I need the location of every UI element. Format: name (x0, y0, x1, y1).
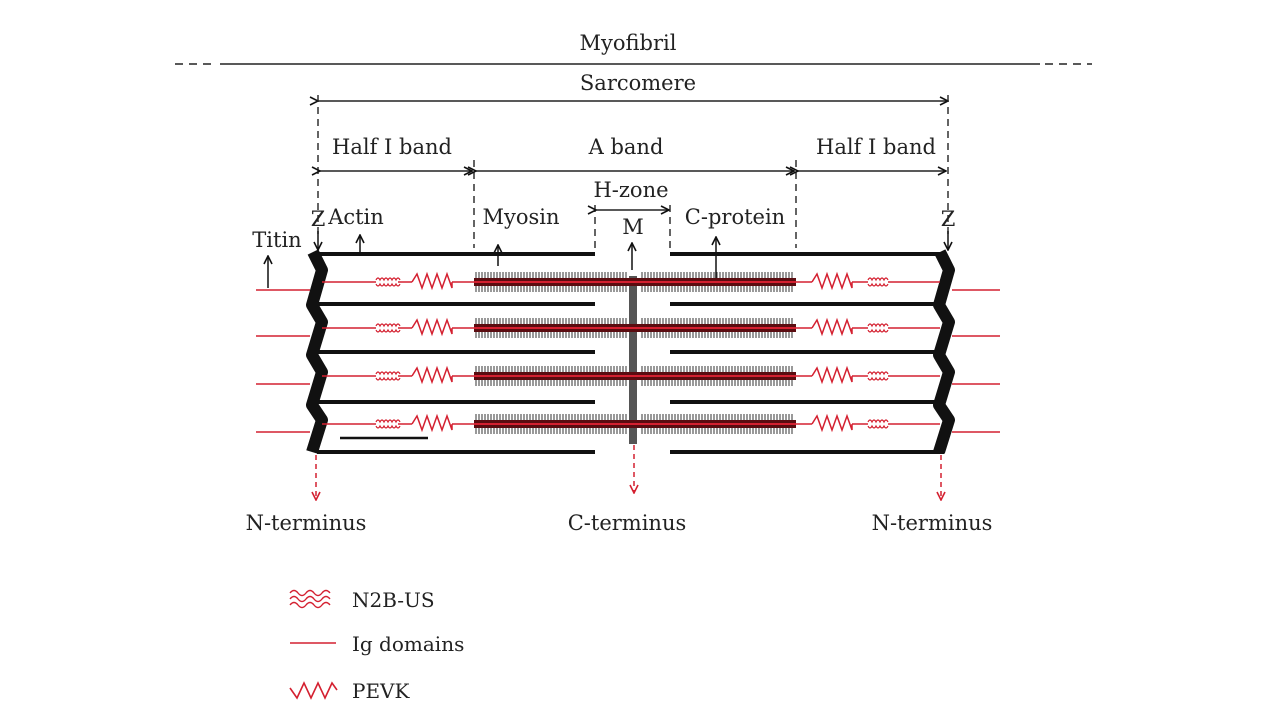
titin-n2b-us (867, 282, 889, 287)
myosin-label: Myosin (482, 205, 559, 229)
titin-n2b-us (867, 323, 889, 328)
titin-n2b-us (867, 328, 889, 333)
m-line (629, 276, 637, 444)
m-line-label: M (622, 215, 644, 239)
z-left-label: Z (311, 207, 326, 231)
titin-n2b-us (375, 277, 401, 282)
titin-n2b-us (867, 277, 889, 282)
titin-pevk (811, 413, 853, 433)
terminus-arrows (316, 445, 941, 500)
filament-array (256, 249, 1000, 454)
legend-n2b-us-label: N2B-US (352, 588, 435, 612)
h-zone-label: H-zone (593, 178, 668, 202)
titin-pevk (411, 317, 453, 337)
titin-n2b-us (375, 371, 401, 376)
actin-label: Actin (327, 205, 384, 229)
titin-n2b-us (867, 376, 889, 381)
n-terminus-left-label: N-terminus (246, 511, 367, 535)
myofibril-label: Myofibril (580, 31, 677, 55)
a-band-label: A band (588, 135, 664, 159)
label-pointers (268, 231, 948, 288)
legend: N2B-US Ig domains PEVK (289, 588, 464, 703)
titin-n2b-us (375, 419, 401, 424)
half-i-band-right-label: Half I band (816, 135, 936, 159)
titin-pevk (411, 365, 453, 385)
titin-pevk (411, 271, 453, 291)
pevk-icon (289, 681, 338, 700)
titin-pevk (811, 317, 853, 337)
z-disc-right (933, 249, 955, 454)
half-i-band-left-label: Half I band (332, 135, 452, 159)
titin-n2b-us (867, 424, 889, 429)
z-disc-left (306, 249, 328, 454)
sarcomere-label: Sarcomere (580, 71, 696, 95)
titin-n2b-us (867, 419, 889, 424)
c-protein-label: C-protein (685, 205, 785, 229)
legend-pevk-label: PEVK (352, 679, 411, 703)
titin-pevk (811, 271, 853, 291)
c-terminus-label: C-terminus (568, 511, 687, 535)
titin-n2b-us (867, 371, 889, 376)
n-terminus-right-label: N-terminus (872, 511, 993, 535)
titin-n2b-us (375, 376, 401, 381)
titin-pevk (811, 365, 853, 385)
titin-n2b-us (375, 328, 401, 333)
legend-ig-domains-label: Ig domains (352, 632, 464, 656)
z-right-label: Z (941, 207, 956, 231)
titin-n2b-us (375, 282, 401, 287)
titin-n2b-us (375, 424, 401, 429)
titin-pevk (411, 413, 453, 433)
titin-label: Titin (252, 228, 301, 252)
titin-n2b-us (375, 323, 401, 328)
n2b-us-icon (289, 589, 331, 609)
